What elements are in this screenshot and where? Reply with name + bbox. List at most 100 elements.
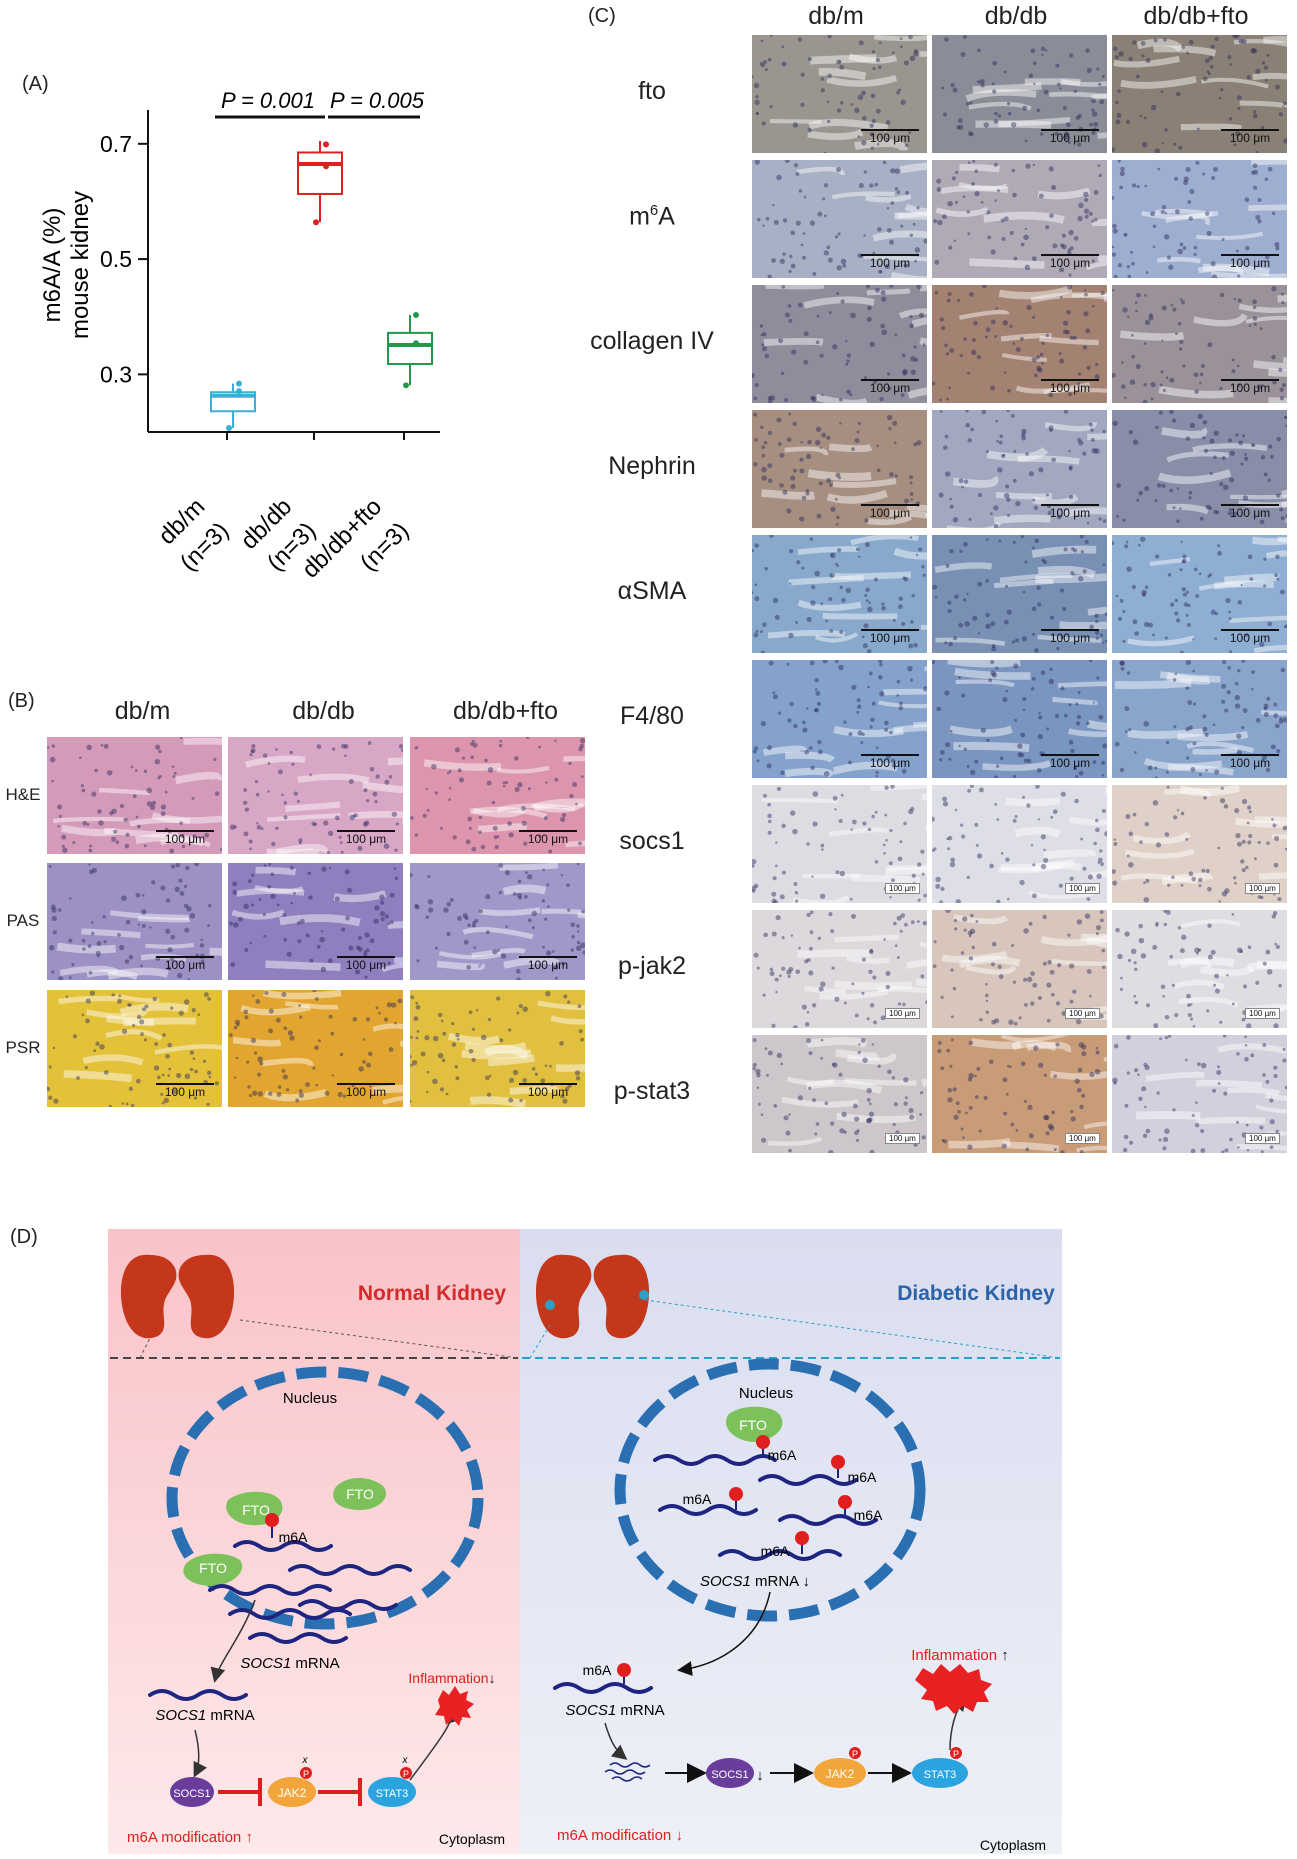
panel-d-label: (D) bbox=[10, 1226, 38, 1248]
diabetic-mrna-cyto bbox=[553, 1682, 653, 1694]
svg-text:SOCS1: SOCS1 bbox=[711, 1769, 748, 1781]
scale-bar-label: 100 µm bbox=[889, 1134, 916, 1143]
scale-bar-label: 100 μm bbox=[1049, 256, 1091, 270]
scale-bar-line bbox=[861, 129, 919, 131]
svg-text:m6A: m6A bbox=[761, 1543, 790, 1559]
svg-text:STAT3: STAT3 bbox=[924, 1769, 957, 1781]
scale-bar-label: 100 µm bbox=[889, 884, 916, 893]
scale-bar: 100 μm bbox=[156, 956, 214, 972]
normal-kidney-bg bbox=[108, 1229, 520, 1854]
scale-bar: 100 μm bbox=[156, 1083, 214, 1099]
svg-text:m6A: m6A bbox=[583, 1662, 612, 1678]
scale-bar: 100 μm bbox=[861, 629, 919, 645]
scale-bar: 100 μm bbox=[1041, 129, 1099, 145]
inflammation-normal bbox=[435, 1686, 474, 1726]
scale-bar-line bbox=[519, 830, 577, 832]
jak2-protein-normal: JAK2 P x bbox=[268, 1755, 316, 1807]
scale-bar: 100 μm bbox=[1221, 379, 1279, 395]
scale-bar-line bbox=[861, 504, 919, 506]
svg-text:P: P bbox=[852, 1749, 858, 1759]
scale-bar-label: 100 μm bbox=[1229, 756, 1271, 770]
scale-bar: 100 µm bbox=[885, 883, 920, 894]
scale-bar-label: 100 μm bbox=[164, 958, 206, 972]
stat3-protein-diabetic: STAT3 P bbox=[912, 1747, 968, 1788]
panel-c-tile bbox=[1112, 160, 1287, 278]
scale-bar-line bbox=[1041, 254, 1099, 256]
scale-bar: 100 μm bbox=[861, 754, 919, 770]
data-point bbox=[236, 380, 242, 387]
scale-bar-line bbox=[156, 956, 214, 958]
scale-bar-label: 100 µm bbox=[1069, 1134, 1096, 1143]
panel-c-tile bbox=[1112, 410, 1287, 528]
svg-text:JAK2: JAK2 bbox=[278, 1786, 307, 1800]
panel-c-tile bbox=[932, 535, 1107, 653]
panel-c-tile bbox=[932, 785, 1107, 903]
scale-bar-label: 100 μm bbox=[527, 958, 569, 972]
panel-b-col-1: db/m bbox=[114, 697, 171, 725]
scale-bar: 100 μm bbox=[519, 956, 577, 972]
scale-bar-line bbox=[1221, 254, 1279, 256]
inflammation-label-diabetic: Inflammation ↑ bbox=[911, 1647, 1009, 1664]
scale-bar-line bbox=[337, 956, 395, 958]
scale-bar: 100 μm bbox=[1221, 629, 1279, 645]
panel-d-diagram: Normal Kidney Diabetic Kidney Nucleus Nu… bbox=[108, 1229, 1062, 1854]
panel-c-row-label: Nephrin bbox=[608, 452, 696, 480]
scale-bar-label: 100 μm bbox=[1229, 506, 1271, 520]
scale-bar-line bbox=[156, 830, 214, 832]
scale-bar: 100 µm bbox=[1065, 1133, 1100, 1144]
panel-c-tile bbox=[932, 410, 1107, 528]
scale-bar-label: 100 µm bbox=[1249, 1009, 1276, 1018]
panel-c-tile bbox=[1112, 1035, 1287, 1153]
scale-bar: 100 µm bbox=[1245, 1133, 1280, 1144]
panel-c-tile bbox=[752, 535, 927, 653]
normal-socs1-mrna-nucleus: SOCS1 mRNA bbox=[240, 1655, 339, 1672]
panel-c-tile bbox=[752, 160, 927, 278]
box bbox=[210, 391, 256, 413]
svg-text:x: x bbox=[402, 1755, 409, 1766]
y-tick-label: 0.5 bbox=[100, 246, 132, 272]
data-point bbox=[313, 219, 319, 226]
scale-bar-label: 100 µm bbox=[1249, 1134, 1276, 1143]
inflammation-diabetic bbox=[915, 1664, 992, 1714]
panel-c-row-label: F4/80 bbox=[620, 702, 684, 730]
scale-bar-line bbox=[156, 1083, 214, 1085]
svg-text:FTO: FTO bbox=[242, 1502, 270, 1518]
panel-c-tile bbox=[1112, 535, 1287, 653]
scale-bar-label: 100 μm bbox=[345, 1085, 387, 1099]
scale-bar: 100 µm bbox=[1245, 1008, 1280, 1019]
box bbox=[297, 151, 343, 195]
scale-bar-label: 100 μm bbox=[1229, 131, 1271, 145]
panel-c-col-1: db/m bbox=[808, 2, 864, 30]
y-tick-label: 0.3 bbox=[100, 361, 132, 387]
panel-c-tile bbox=[752, 660, 927, 778]
panel-b-tile bbox=[410, 990, 585, 1107]
scale-bar-line bbox=[519, 956, 577, 958]
panel-c-tile bbox=[932, 660, 1107, 778]
scale-bar-label: 100 µm bbox=[889, 1009, 916, 1018]
scale-bar-line bbox=[861, 754, 919, 756]
panel-a-chart: 0.30.50.7 P = 0.001 P = 0.005 m6A/A (%) … bbox=[39, 88, 440, 580]
y-axis-label-2: mouse kidney bbox=[67, 191, 94, 339]
panel-b-tile bbox=[410, 863, 585, 980]
diabetic-socs1-mrna-nucleus: SOCS1 mRNA ↓ bbox=[700, 1573, 810, 1590]
panel-c-tile bbox=[1112, 660, 1287, 778]
svg-text:FTO: FTO bbox=[739, 1417, 767, 1433]
svg-text:P: P bbox=[953, 1749, 959, 1759]
scale-bar-label: 100 μm bbox=[869, 631, 911, 645]
svg-text:SOCS1: SOCS1 bbox=[173, 1788, 210, 1800]
svg-text:STAT3: STAT3 bbox=[376, 1788, 409, 1800]
panel-c-row-label: fto bbox=[638, 77, 666, 105]
diabetic-socs1-mrna-cyto: SOCS1 mRNA bbox=[565, 1702, 664, 1719]
scale-bar: 100 μm bbox=[519, 830, 577, 846]
panel-c-row-label: p-stat3 bbox=[613, 1077, 691, 1105]
y-tick-label: 0.7 bbox=[100, 131, 132, 157]
scale-bar: 100 µm bbox=[1065, 883, 1100, 894]
panel-c-tile bbox=[752, 410, 927, 528]
panel-b-label: (B) bbox=[8, 690, 35, 712]
scale-bar-label: 100 µm bbox=[1069, 1009, 1096, 1018]
scale-bar-line bbox=[1221, 379, 1279, 381]
panel-c-col-3: db/db+fto bbox=[1143, 2, 1249, 30]
scale-bar-label: 100 μm bbox=[164, 1085, 206, 1099]
scale-bar: 100 μm bbox=[861, 379, 919, 395]
scale-bar-label: 100 μm bbox=[1229, 631, 1271, 645]
